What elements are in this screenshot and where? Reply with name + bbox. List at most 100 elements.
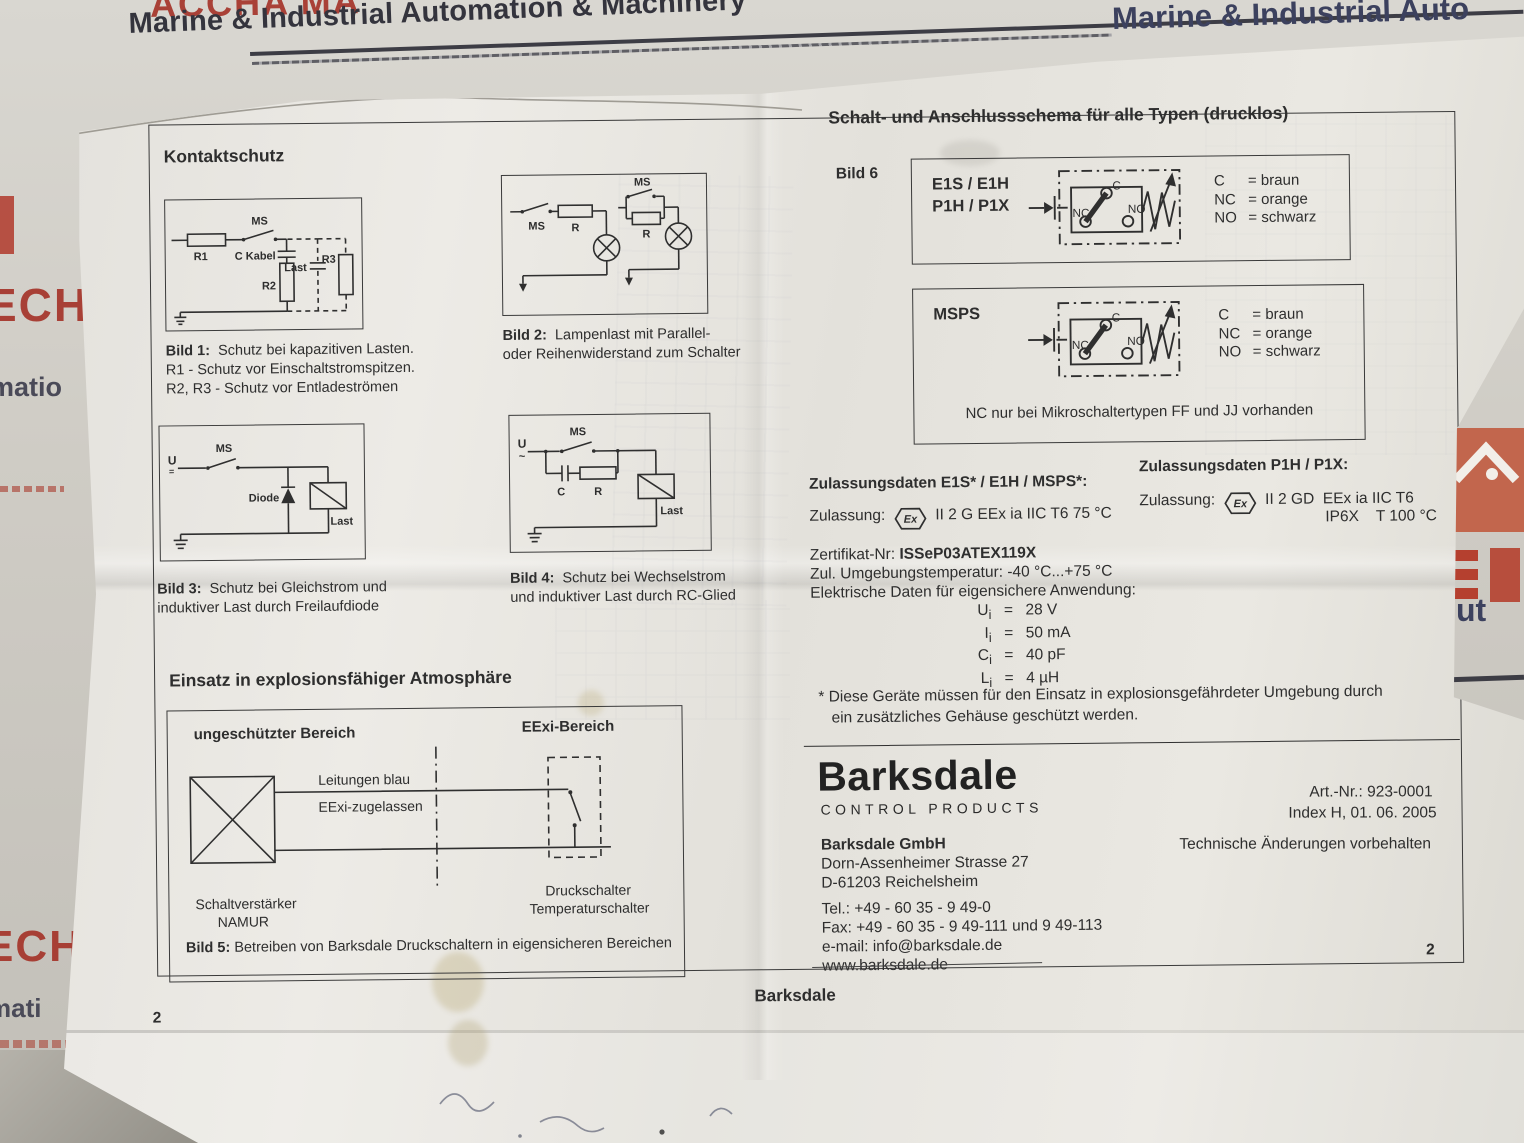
page-number-left: 2 (152, 1009, 162, 1027)
fragment-matio: matio (0, 372, 63, 402)
page-number-right: 2 (1425, 941, 1435, 959)
model-labels: E1S / E1H P1H / P1X (931, 174, 1010, 216)
bottom-strip (64, 1033, 1524, 1143)
fragment-ech-lower: ECH (0, 922, 83, 971)
bild4-circuit: U ~ MS C R Last (518, 426, 683, 543)
footer-brand-text: Barksdale (754, 985, 836, 1006)
bild3-u-label: U (168, 453, 177, 467)
bild5-wire-label-2: EExi-zugelassen (318, 798, 422, 815)
svg-text:Ex: Ex (904, 514, 918, 526)
bild5-figure: ungeschützter Bereich EExi-Bereich Leitu… (166, 705, 686, 983)
stain-4 (940, 140, 1000, 166)
bild1-r2-label: R2 (262, 280, 276, 292)
bild1-ms-label: MS (251, 215, 268, 227)
stain (432, 952, 484, 1012)
bild3-circuit: U = MS Diode Last (168, 443, 353, 550)
bild1-r1-label: R1 (194, 251, 208, 263)
red-bars-fragment (1452, 548, 1520, 602)
horizontal-fold (64, 545, 1524, 591)
article-info-box: Art.-Nr.: 923-0001 Index H, 01. 06. 2005… (1148, 772, 1463, 865)
bild5-device-left-2: NAMUR (218, 913, 270, 930)
bild2-ms1-label: MS (528, 221, 545, 233)
bild5-diagram: ungeschützter Bereich EExi-Bereich Leitu… (189, 718, 650, 930)
section-heading-atmosphaere: Einsatz in explosionsfähiger Atmosphäre (169, 666, 512, 691)
bild2-circuit: MS R MS R (510, 176, 693, 292)
bild3-diode-label: Diode (249, 492, 280, 504)
bild1-ckabel-label: C Kabel (235, 250, 276, 262)
stain-3 (578, 690, 604, 716)
red-dash-fragment (0, 486, 64, 492)
fragment-ech-upper: ECH (0, 279, 90, 331)
logo-roof-icon (1452, 441, 1520, 484)
bild4-caption: Bild 4: Schutz bei Wechselstrom und indu… (510, 568, 737, 606)
bild5-zone-right: EExi-Bereich (522, 718, 615, 736)
article-number: Art.-Nr.: 923-0001 (1309, 783, 1433, 801)
ex-hexagon-icon: Ex (894, 507, 927, 530)
bild1-circuit: MS R1 C Kabel R2 Last R3 (171, 215, 354, 326)
color-legend: C= braun NC= orange NO= schwarz (1213, 171, 1317, 227)
bild1-figure: MS R1 C Kabel R2 Last R3 (164, 197, 364, 332)
msps-label: MSPS (933, 304, 981, 324)
bild5-device-left-1: Schaltverstärker (195, 895, 297, 912)
bild1-caption: Bild 1: Schutz bei kapazitiven Lasten. R… (165, 340, 415, 398)
orange-logo-fragment (1452, 428, 1524, 532)
bild6-box-e1s: E1S / E1H P1H / P1X (910, 154, 1351, 265)
switch-no-label: NO (1128, 203, 1146, 216)
switch-symbol: NC C NO (1028, 168, 1182, 246)
barksdale-logo: Barksdale (816, 751, 1018, 800)
bild4-figure: U ~ MS C R Last (508, 412, 712, 553)
fragment-ut: ut (1456, 592, 1487, 628)
bild4-c-label: C (557, 486, 565, 498)
bild1-last-label: Last (284, 262, 307, 274)
bild5-device-right-2: Temperaturschalter (529, 899, 649, 916)
zulassung-heading-left: Zulassungsdaten E1S* / E1H / MSPS*: (809, 472, 1088, 493)
section-heading-kontaktschutz: Kontaktschutz (163, 145, 285, 167)
bild2-caption: Bild 2: Lampenlast mit Parallel- oder Re… (502, 325, 741, 363)
bild2-r2-label: R (642, 228, 650, 240)
company-address: Barksdale GmbH Dorn-Assenheimer Strasse … (820, 835, 1029, 892)
zulassung-heading-right: Zulassungsdaten P1H / P1X: (1138, 456, 1349, 476)
bild2-r1-label: R (571, 222, 579, 234)
bild6-label: Bild 6 (835, 165, 879, 183)
bild4-last-label: Last (660, 505, 683, 517)
svg-text:Ex: Ex (1233, 498, 1247, 510)
zertifikat-line: Zertifikat-Nr: ISSeP03ATEX119X (809, 544, 1037, 564)
bild5-zone-left: ungeschützter Bereich (194, 725, 356, 744)
letterhead-title: Marine & Industrial Automation & Machine… (128, 0, 747, 40)
msps-note: NC nur bei Mikroschaltertypen FF und JJ … (965, 401, 1314, 423)
bild3-figure: U = MS Diode Last (158, 423, 366, 562)
switch-nc-label: NC (1072, 339, 1090, 352)
bild3-last-label: Last (330, 516, 353, 528)
bottom-fold-line (64, 1030, 1524, 1033)
red-dash-fragment-2 (0, 1040, 80, 1048)
switch-c-label: C (1112, 179, 1121, 192)
bild5-wire-label-1: Leitungen blau (318, 771, 410, 788)
red-block-fragment (0, 196, 14, 254)
elektrische-daten-table: Ui=28 V Ii=50 mA Ci=40 pF Li=4 µH (977, 601, 1071, 690)
barksdale-logo-sub: CONTROL PRODUCTS (820, 799, 1043, 818)
switch-no-label: NO (1127, 335, 1145, 348)
bild3-caption: Bild 3: Schutz bei Gleichstrom und induk… (157, 579, 387, 617)
right-rule-fragment (1449, 674, 1524, 683)
bild4-utype-label: ~ (519, 451, 526, 463)
vertical-fold (742, 60, 784, 1080)
switch-c-label: C (1112, 311, 1121, 324)
switch-nc-label: NC (1072, 207, 1090, 220)
bild3-ms-label: MS (216, 443, 233, 455)
bild2-figure: MS R MS R (500, 172, 709, 316)
document-content: Kontaktschutz (115, 81, 1475, 1075)
bild2-ms2-label: MS (634, 176, 651, 188)
pen-marks (439, 1093, 733, 1138)
bild5-device-right-1: Druckschalter (545, 882, 631, 899)
bild4-ms-label: MS (569, 426, 586, 438)
index-date: Index H, 01. 06. 2005 (1288, 804, 1437, 822)
stain-2 (448, 1020, 488, 1066)
color-legend-msps: C= braun NC= orange NO= schwarz (1218, 305, 1321, 361)
bild4-r-label: R (594, 486, 602, 498)
ex-hexagon-icon: Ex (1224, 492, 1257, 515)
bild6-box-msps: MSPS (912, 283, 1366, 445)
show-through-2 (1205, 115, 1455, 455)
